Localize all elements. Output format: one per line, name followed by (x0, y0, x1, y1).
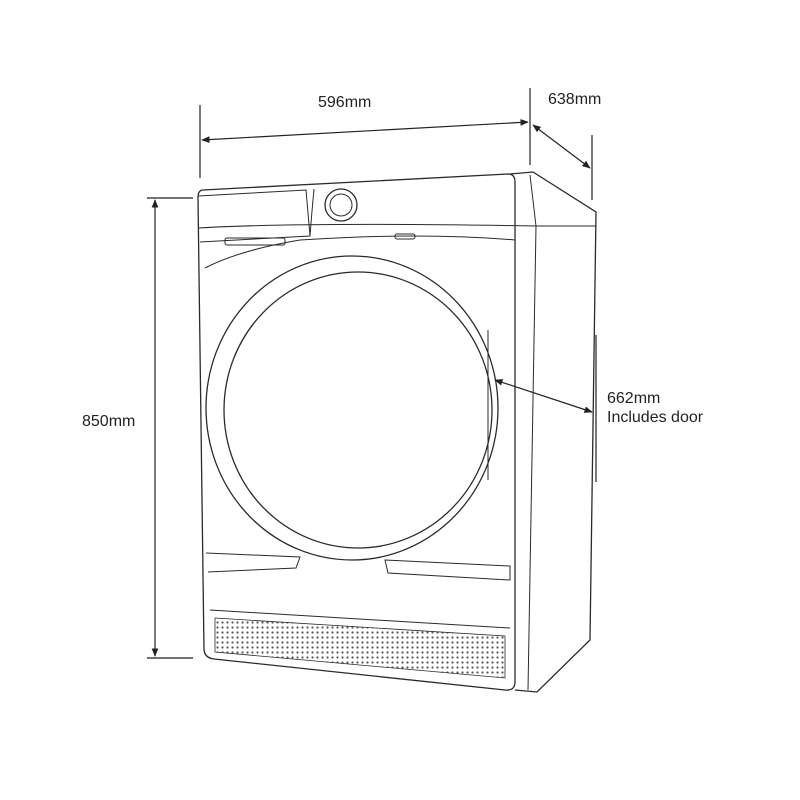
lower-panel (205, 552, 511, 679)
vent-grille (214, 617, 506, 679)
control-panel (197, 188, 416, 246)
width-label: 596mm (318, 94, 372, 111)
width-dimension (199, 88, 531, 178)
depth-door-note: Includes door (607, 409, 704, 426)
height-dimension (147, 197, 193, 659)
depth-door-dimension (494, 335, 597, 482)
door (205, 255, 499, 561)
depth-dimension (532, 124, 593, 200)
depth-label: 638mm (548, 91, 602, 108)
dryer-body (197, 171, 597, 693)
depth-door-label: 662mm (607, 390, 661, 407)
program-knob (324, 188, 358, 222)
indicator-light (394, 233, 416, 240)
height-label: 850mm (82, 413, 136, 430)
